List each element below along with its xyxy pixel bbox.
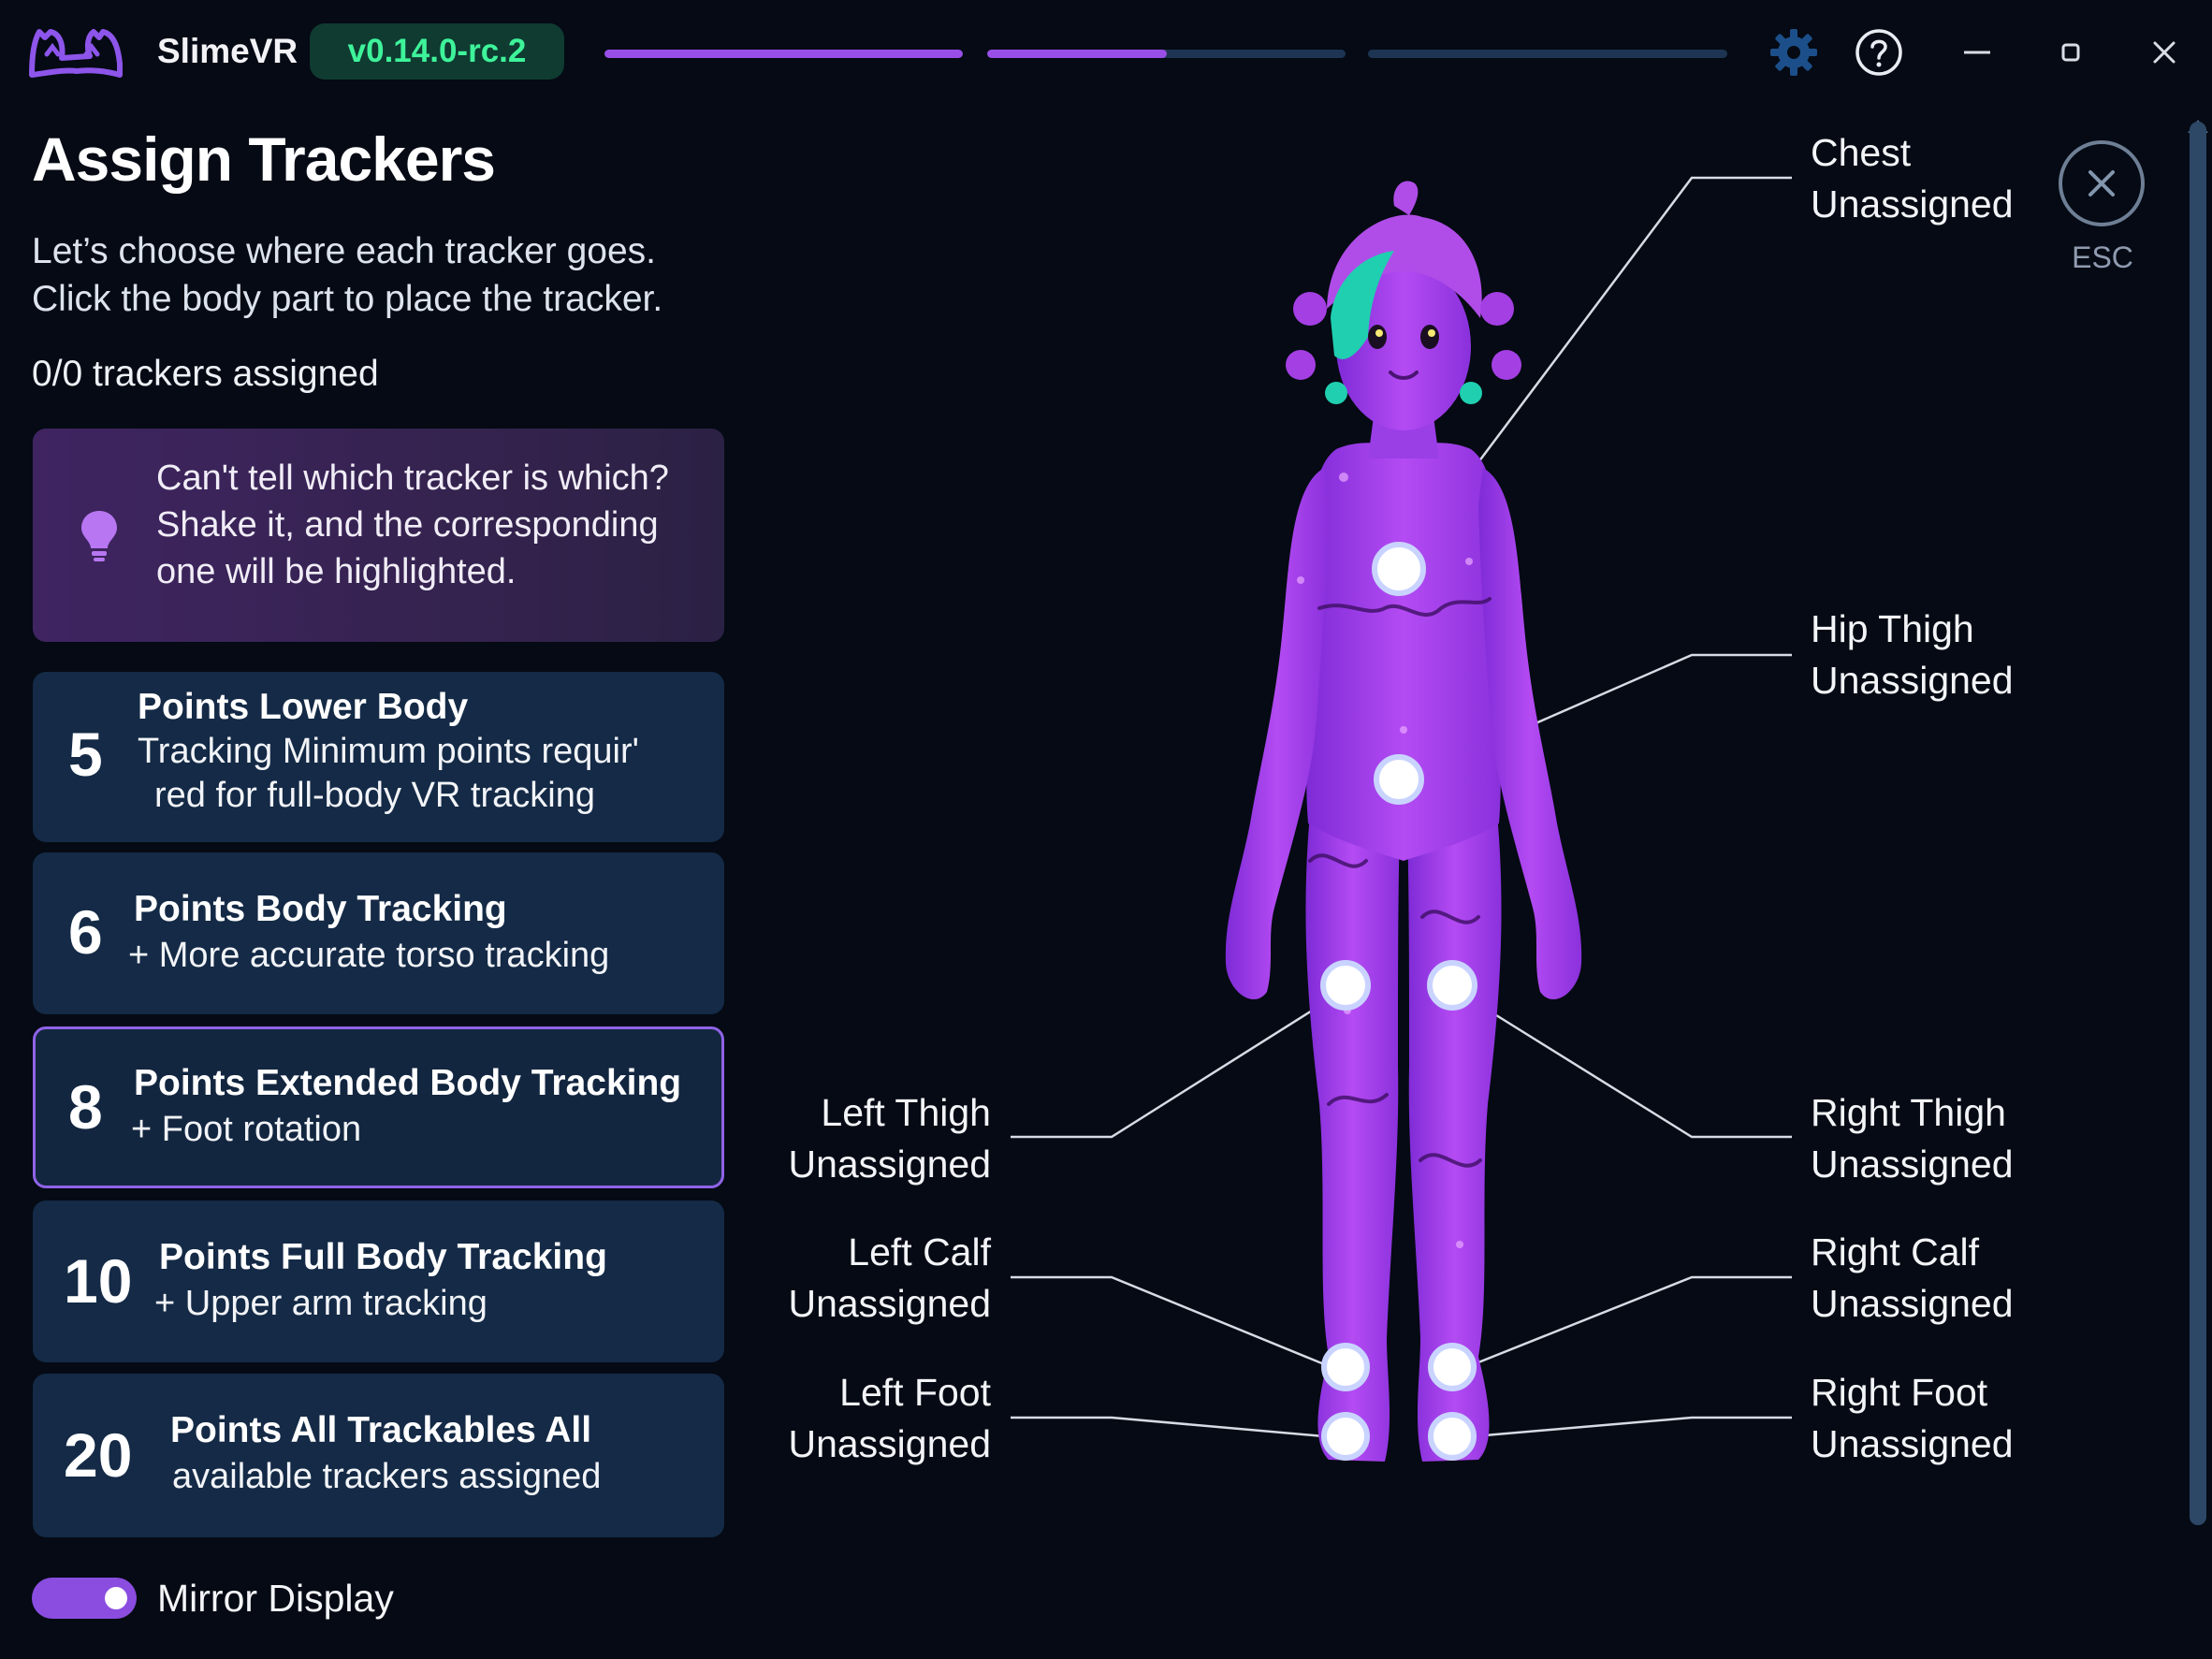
help-icon[interactable] xyxy=(1853,26,1905,79)
tracker-dot-hip[interactable] xyxy=(1374,754,1424,805)
body-part-right-calf[interactable]: Right Calf Unassigned xyxy=(1811,1227,2014,1330)
body-part-chest[interactable]: Chest Unassigned xyxy=(1811,127,2014,230)
preset-card-10-points[interactable]: 10 Points Full Body Tracking + Upper arm… xyxy=(33,1201,724,1362)
tracker-dot-right-calf[interactable] xyxy=(1428,1343,1477,1391)
body-part-left-foot[interactable]: Left Foot Unassigned xyxy=(788,1367,991,1470)
lightbulb-icon xyxy=(78,507,121,563)
body-part-name: Left Foot xyxy=(839,1371,991,1414)
toggle-knob xyxy=(105,1587,127,1609)
body-part-name: Right Foot xyxy=(1811,1371,1988,1414)
body-part-status: Unassigned xyxy=(1811,182,2014,226)
body-part-name: Hip Thigh xyxy=(1811,607,1974,650)
tracker-dot-left-calf[interactable] xyxy=(1321,1343,1370,1391)
preset-description: available trackers assigned xyxy=(172,1457,602,1496)
body-part-right-thigh[interactable]: Right Thigh Unassigned xyxy=(1811,1087,2014,1190)
body-part-status: Unassigned xyxy=(788,1142,991,1186)
progress-step-3 xyxy=(1368,50,1727,58)
body-part-status: Unassigned xyxy=(1811,1422,2014,1465)
tracker-dot-right-foot[interactable] xyxy=(1428,1412,1477,1461)
body-part-right-foot[interactable]: Right Foot Unassigned xyxy=(1811,1367,2014,1470)
preset-description-line2: red for full-body VR tracking xyxy=(154,776,595,815)
close-icon xyxy=(2088,170,2115,196)
progress-step-2 xyxy=(987,50,1346,58)
body-part-status: Unassigned xyxy=(788,1422,991,1465)
preset-card-5-points[interactable]: 5 Points Lower Body Tracking Minimum poi… xyxy=(33,672,724,842)
tracker-dot-left-foot[interactable] xyxy=(1321,1412,1370,1461)
preset-description: + Upper arm tracking xyxy=(154,1284,488,1323)
preset-title: Points Lower Body xyxy=(138,687,469,727)
preset-number: 10 xyxy=(64,1246,133,1316)
tracker-dot-left-thigh[interactable] xyxy=(1320,960,1371,1011)
preset-number: 8 xyxy=(68,1072,103,1142)
preset-number: 5 xyxy=(68,720,103,789)
body-part-status: Unassigned xyxy=(1811,659,2014,702)
tracker-dot-chest[interactable] xyxy=(1372,542,1426,596)
body-part-name: Right Thigh xyxy=(1811,1091,2006,1134)
progress-step-1 xyxy=(604,50,963,58)
preset-description: + More accurate torso tracking xyxy=(128,936,610,975)
body-part-name: Left Calf xyxy=(848,1230,991,1273)
tracker-dot-right-thigh[interactable] xyxy=(1427,960,1477,1011)
body-part-status: Unassigned xyxy=(1811,1282,2014,1325)
preset-number: 6 xyxy=(68,897,103,967)
minimize-icon[interactable] xyxy=(1951,26,2003,79)
body-part-left-calf[interactable]: Left Calf Unassigned xyxy=(788,1227,991,1330)
hint-line-3: one will be highlighted. xyxy=(156,552,517,591)
version-badge: v0.14.0-rc.2 xyxy=(310,23,564,80)
preset-description-line1: Tracking Minimum points requir' xyxy=(138,732,639,771)
body-part-name: Left Thigh xyxy=(821,1091,991,1134)
body-part-name: Chest xyxy=(1811,131,1912,174)
mirror-display-label: Mirror Display xyxy=(157,1577,394,1620)
assigned-count: 0/0 trackers assigned xyxy=(32,354,379,394)
esc-label: ESC xyxy=(2072,240,2133,274)
preset-title: Points Extended Body Tracking xyxy=(134,1063,682,1103)
close-icon[interactable] xyxy=(2138,26,2190,79)
body-part-left-thigh[interactable]: Left Thigh Unassigned xyxy=(788,1087,991,1190)
maximize-icon[interactable] xyxy=(2045,26,2097,79)
esc-close-button[interactable] xyxy=(2059,140,2145,226)
scrollbar[interactable] xyxy=(2190,122,2206,1525)
body-part-hip[interactable]: Hip Thigh Unassigned xyxy=(1811,604,2014,706)
hint-line-1: Can't tell which tracker is which? xyxy=(156,458,669,498)
preset-card-6-points[interactable]: 6 Points Body Tracking + More accurate t… xyxy=(33,852,724,1014)
body-part-status: Unassigned xyxy=(1811,1142,2014,1186)
body-part-status: Unassigned xyxy=(788,1282,991,1325)
preset-description: + Foot rotation xyxy=(131,1110,362,1149)
preset-title: Points All Trackables All xyxy=(170,1410,592,1450)
app-name: SlimeVR xyxy=(157,32,298,70)
hint-card: Can't tell which tracker is which? Shake… xyxy=(33,429,724,642)
preset-number: 20 xyxy=(64,1420,133,1490)
preset-card-8-points[interactable]: 8 Points Extended Body Tracking + Foot r… xyxy=(33,1026,724,1188)
page-subtitle-line1: Let’s choose where each tracker goes. xyxy=(32,231,656,271)
preset-title: Points Full Body Tracking xyxy=(159,1237,607,1277)
body-part-name: Right Calf xyxy=(1811,1230,1980,1273)
slimevr-logo-icon xyxy=(28,26,125,80)
gear-icon[interactable] xyxy=(1768,26,1820,79)
mirror-display-toggle[interactable] xyxy=(32,1578,137,1619)
preset-card-20-points[interactable]: 20 Points All Trackables All available t… xyxy=(33,1374,724,1537)
preset-title: Points Body Tracking xyxy=(134,889,507,929)
hint-line-2: Shake it, and the corresponding xyxy=(156,505,659,545)
page-title: Assign Trackers xyxy=(32,124,496,194)
page-subtitle-line2: Click the body part to place the tracker… xyxy=(32,279,663,319)
